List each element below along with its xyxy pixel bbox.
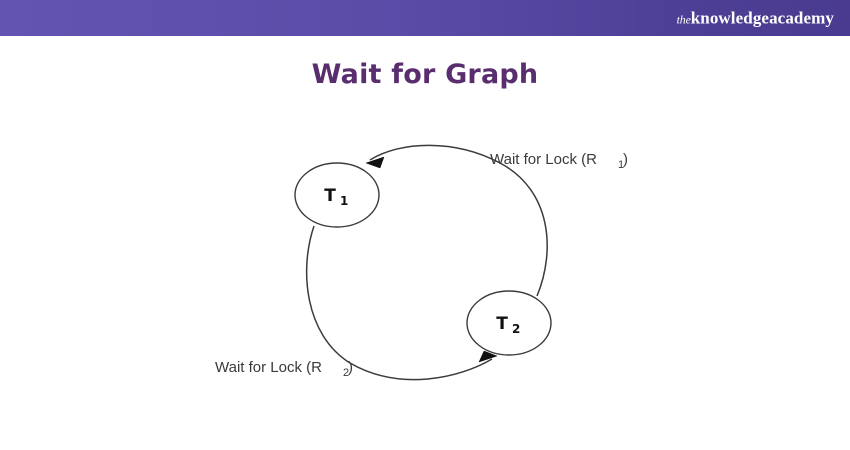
node-t1-ellipse bbox=[294, 162, 380, 228]
edge-t2-to-t1-curve bbox=[369, 144, 548, 297]
brand-logo-academy: academy bbox=[769, 8, 834, 28]
node-t1-label-subscript: 1 bbox=[340, 194, 348, 208]
node-t2-label: T bbox=[496, 314, 508, 334]
edge-label-r2-text: Wait for Lock (R bbox=[215, 359, 322, 376]
node-t2-label-subscript: 2 bbox=[512, 322, 520, 336]
edge-t1-to-t2 bbox=[305, 225, 498, 381]
node-t1-label: T bbox=[324, 186, 336, 206]
edge-label-r1-subscript: 1 bbox=[618, 159, 624, 171]
edge-label-r2-tail: ) bbox=[348, 359, 353, 376]
edge-t2-to-t1-arrowhead bbox=[365, 156, 385, 169]
edge-label-r1: Wait for Lock (R 1 ) bbox=[490, 151, 628, 171]
edge-label-r2-subscript: 2 bbox=[343, 367, 349, 379]
page-title: Wait for Graph bbox=[311, 59, 539, 90]
edge-t2-to-t1 bbox=[365, 144, 548, 297]
brand-logo: theknowledgeacademy bbox=[677, 10, 834, 27]
node-t2-ellipse bbox=[466, 290, 552, 356]
node-t2: T 2 bbox=[466, 290, 552, 356]
edge-label-r1-text: Wait for Lock (R bbox=[490, 151, 597, 168]
node-t1: T 1 bbox=[294, 162, 380, 228]
header-band: theknowledgeacademy bbox=[0, 0, 850, 36]
edge-t1-to-t2-curve bbox=[305, 225, 493, 381]
brand-logo-the: the bbox=[676, 12, 691, 27]
edge-t1-to-t2-arrowhead bbox=[478, 350, 498, 363]
edge-label-r1-tail: ) bbox=[623, 151, 628, 168]
brand-logo-knowledge: knowledge bbox=[690, 8, 770, 28]
edge-label-r2: Wait for Lock (R 2 ) bbox=[215, 359, 353, 379]
